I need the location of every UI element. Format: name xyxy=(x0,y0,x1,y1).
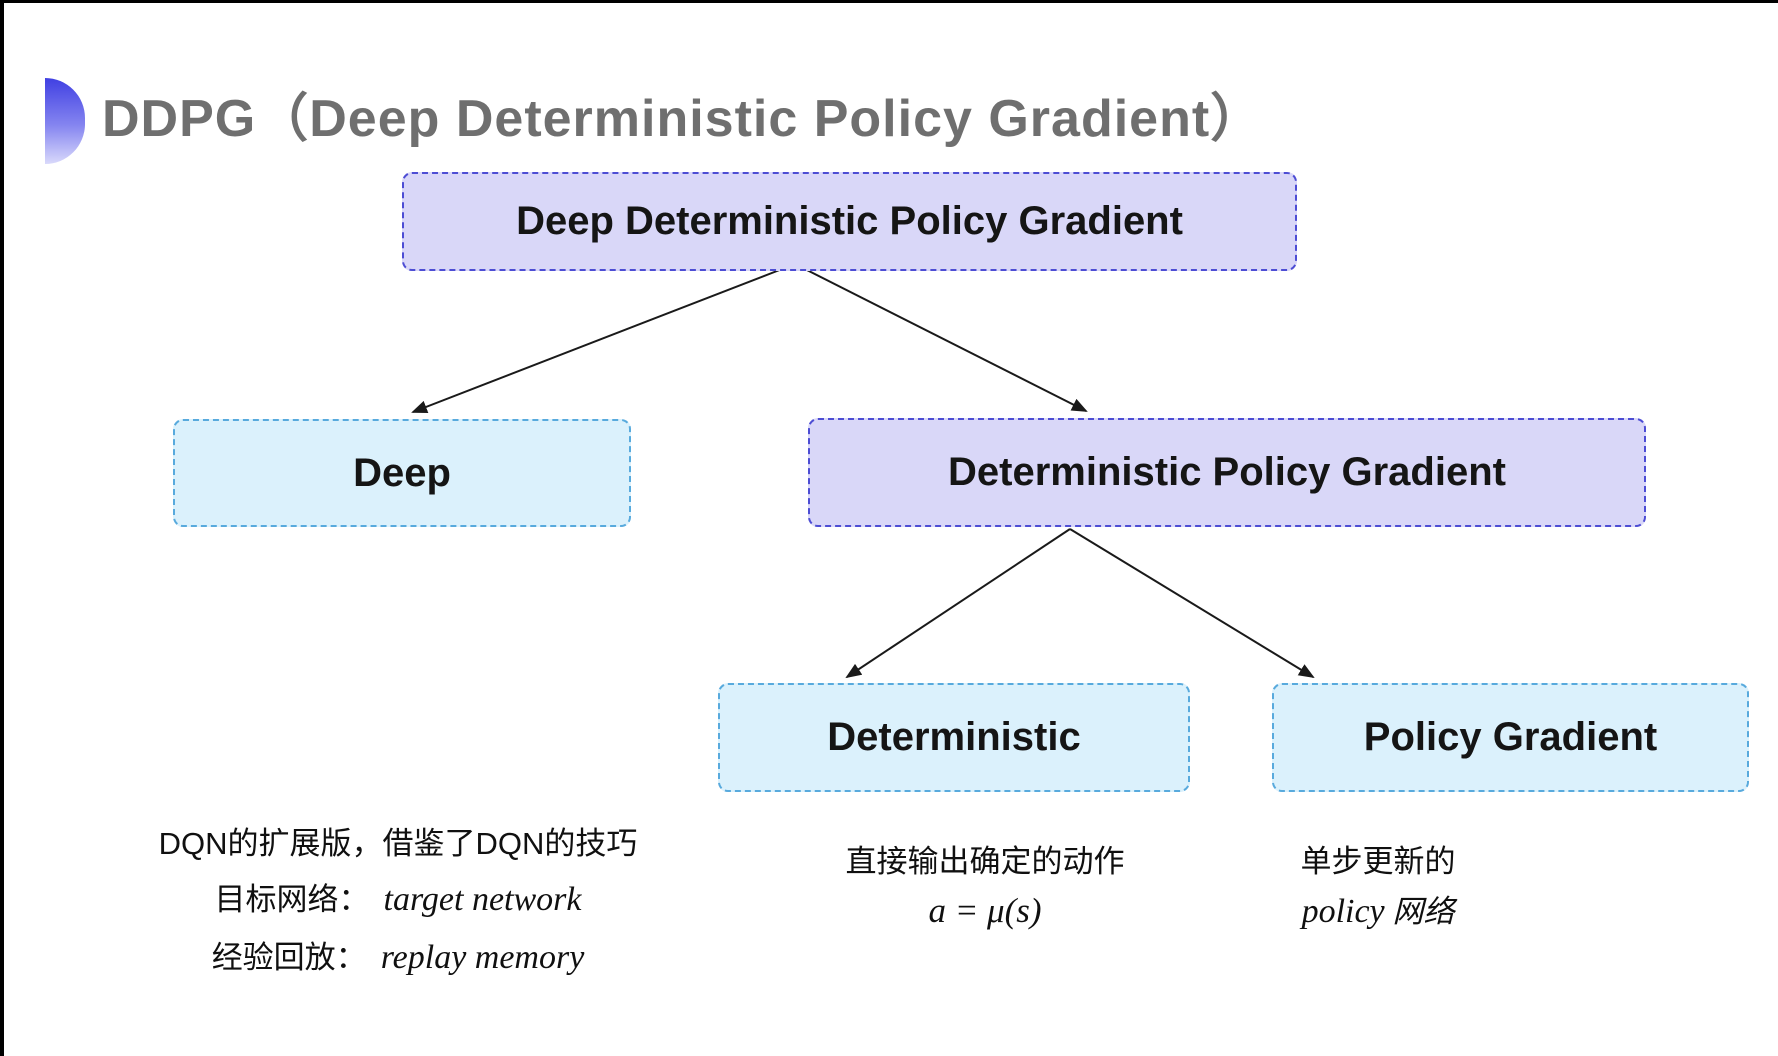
node-label: Deep xyxy=(353,450,451,495)
arrow-dpg-to-policy-gradient xyxy=(1069,528,1315,679)
replay-memory-label: 经验回放： xyxy=(211,940,367,975)
node-deterministic-policy-gradient: Deterministic Policy Gradient xyxy=(808,418,1646,527)
node-deep-deterministic-policy-gradient: Deep Deterministic Policy Gradient xyxy=(402,172,1297,271)
note-line-dqn-extension: DQN的扩展版，借鉴了DQN的技巧 xyxy=(158,826,638,861)
arrow-dpg-to-deterministic xyxy=(845,528,1071,679)
note-line-single-step: 单步更新的 xyxy=(1300,844,1456,879)
note-line-target-network: 目标网络： target network xyxy=(128,881,668,919)
note-line-policy-network: policy 网络 xyxy=(1178,891,1578,931)
top-border xyxy=(0,0,1778,3)
note-policy-gradient: 单步更新的 policy 网络 xyxy=(1178,846,1578,931)
target-network-label: 目标网络： xyxy=(214,882,370,917)
formula-a-mu-s: a = μ(s) xyxy=(928,891,1042,930)
replay-memory-value: replay memory xyxy=(380,939,585,976)
node-label: Deep Deterministic Policy Gradient xyxy=(516,199,1183,243)
bullet-half-circle-icon xyxy=(45,78,85,164)
node-label: Deterministic xyxy=(827,715,1081,759)
node-deep: Deep xyxy=(173,419,631,527)
left-border xyxy=(0,0,4,1056)
note-ddpg-vs-dqn: DQN的扩展版，借鉴了DQN的技巧 目标网络： target network 经验… xyxy=(128,828,668,997)
node-label: Policy Gradient xyxy=(1363,715,1658,759)
policy-word: policy xyxy=(1301,893,1385,930)
node-policy-gradient: Policy Gradient xyxy=(1272,683,1749,792)
note-deterministic: 直接输出确定的动作 a = μ(s) xyxy=(785,846,1185,931)
node-label: Deterministic Policy Gradient xyxy=(948,450,1506,494)
node-deterministic: Deterministic xyxy=(718,683,1190,792)
arrow-root-to-dpg xyxy=(794,263,1088,412)
page-title: DDPG（Deep Deterministic Policy Gradient） xyxy=(102,90,1264,148)
arrow-root-to-deep xyxy=(411,263,796,414)
note-line-replay-memory: 经验回放： replay memory xyxy=(128,939,668,977)
note-line-deterministic-action: 直接输出确定的动作 xyxy=(845,844,1125,879)
network-word: 网络 xyxy=(1384,894,1455,929)
target-network-value: target network xyxy=(383,881,582,918)
